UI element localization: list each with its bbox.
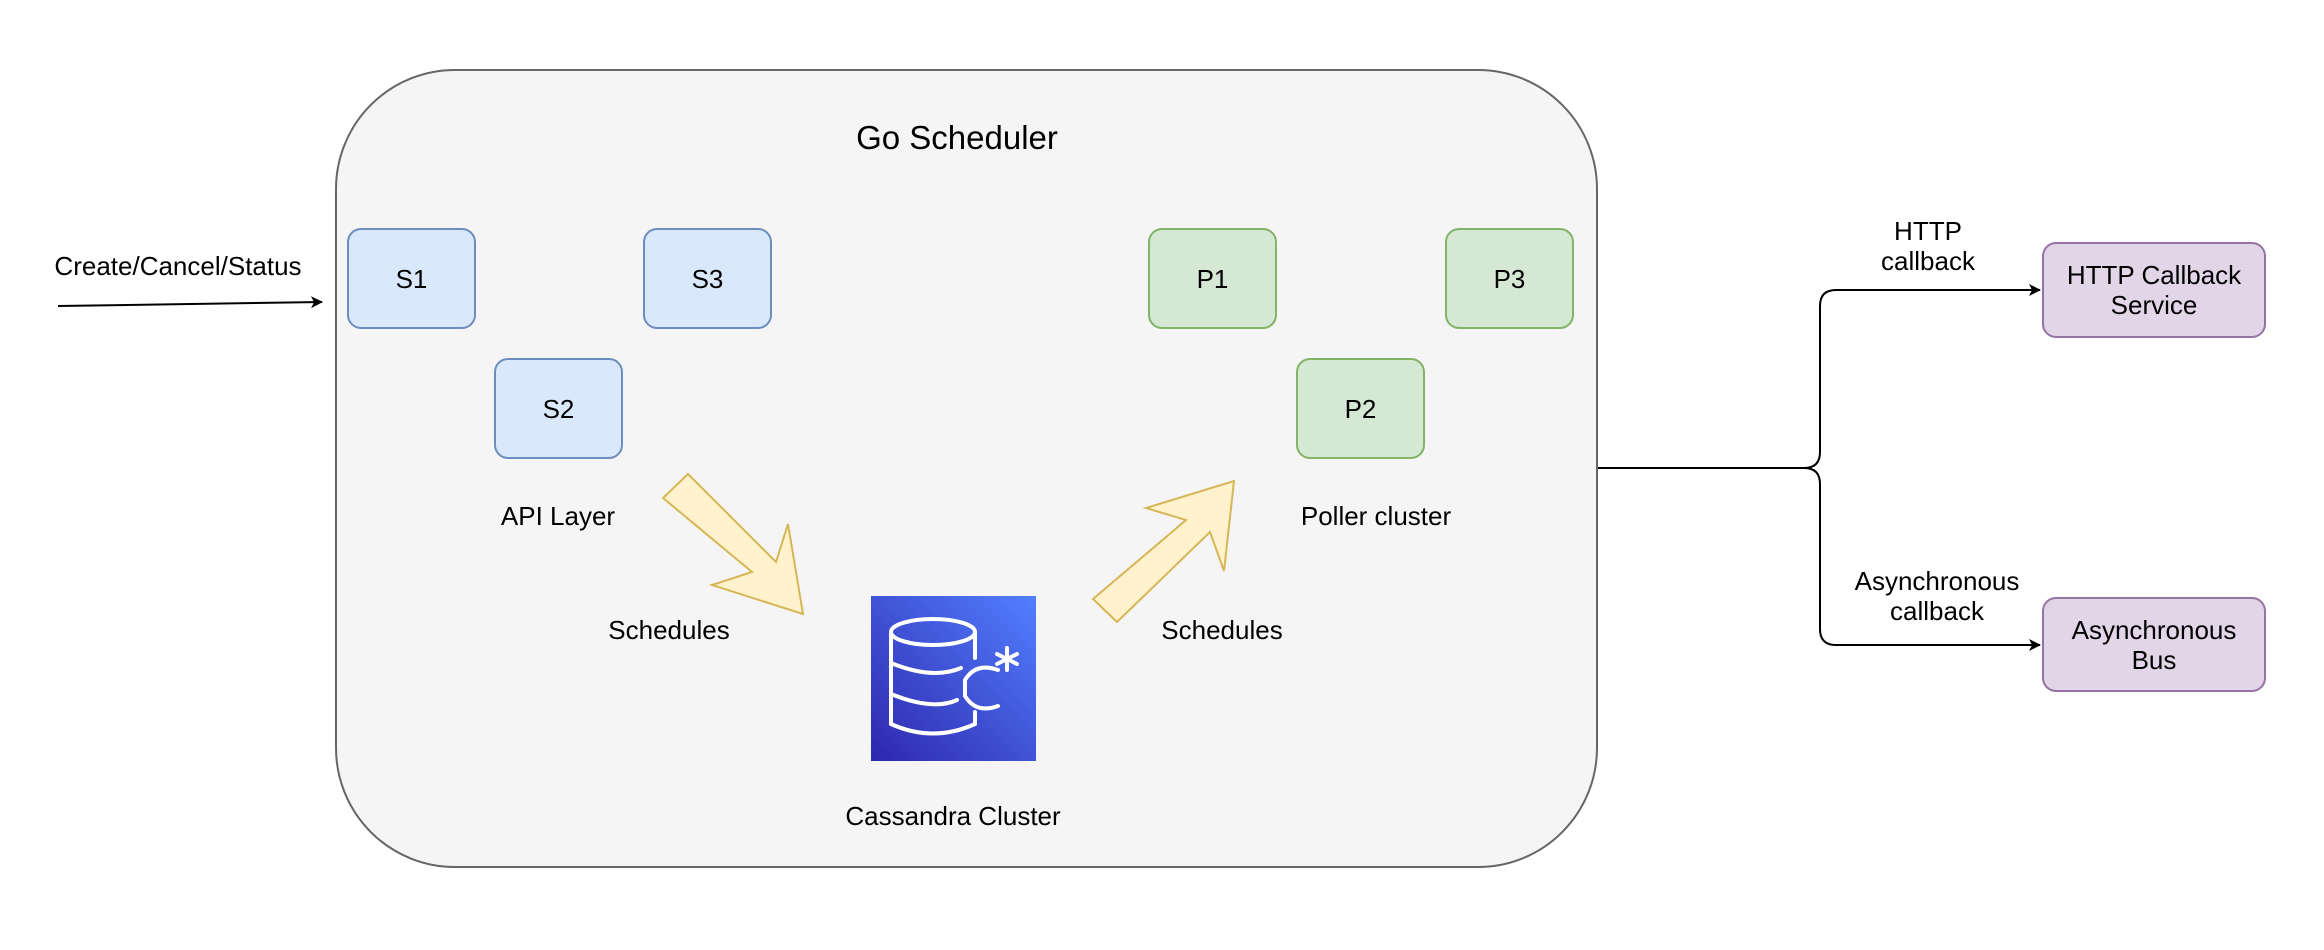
schedules-label-left: Schedules bbox=[608, 615, 730, 645]
schedules-arrow-left bbox=[661, 472, 805, 616]
poller-node-p2[interactable]: P2 bbox=[1296, 358, 1425, 459]
http-callback-service-node[interactable]: HTTP Callback Service bbox=[2042, 242, 2266, 338]
poller-node-p1[interactable]: P1 bbox=[1148, 228, 1277, 329]
poller-node-p3[interactable]: P3 bbox=[1445, 228, 1574, 329]
http-callback-service-line2: Service bbox=[2110, 290, 2198, 320]
http-callback-edge-label: HTTP callback bbox=[1881, 216, 1975, 276]
asynchronous-bus-node[interactable]: Asynchronous Bus bbox=[2042, 597, 2266, 692]
schedules-arrow-right bbox=[1091, 479, 1236, 624]
http-callback-service-line1: HTTP Callback bbox=[2066, 260, 2242, 290]
http-callback-edge-label-line2: callback bbox=[1881, 246, 1975, 276]
api-node-s1[interactable]: S1 bbox=[347, 228, 476, 329]
schedules-label-right: Schedules bbox=[1161, 615, 1283, 645]
http-callback-edge-label-line1: HTTP bbox=[1894, 216, 1962, 246]
http-callback-edge bbox=[1598, 284, 2041, 469]
poller-cluster-label: Poller cluster bbox=[1300, 501, 1452, 531]
api-node-s3[interactable]: S3 bbox=[643, 228, 772, 329]
asynchronous-bus-line2: Bus bbox=[2131, 644, 2177, 675]
async-callback-edge bbox=[1598, 467, 2041, 651]
async-callback-edge-label-line1: Asynchronous bbox=[1854, 566, 2020, 596]
cassandra-database-icon[interactable] bbox=[871, 596, 1036, 761]
async-callback-edge-label-line2: callback bbox=[1890, 596, 1984, 626]
api-layer-label: API Layer bbox=[500, 501, 616, 531]
cassandra-cluster-label: Cassandra Cluster bbox=[845, 801, 1061, 831]
go-scheduler-title: Go Scheduler bbox=[856, 119, 1058, 156]
input-edge-label: Create/Cancel/Status bbox=[54, 251, 302, 281]
asynchronous-bus-line1: Asynchronous bbox=[2071, 614, 2237, 645]
api-node-s2[interactable]: S2 bbox=[494, 358, 623, 459]
input-edge bbox=[57, 296, 323, 309]
async-callback-edge-label: Asynchronous callback bbox=[1855, 566, 2020, 626]
